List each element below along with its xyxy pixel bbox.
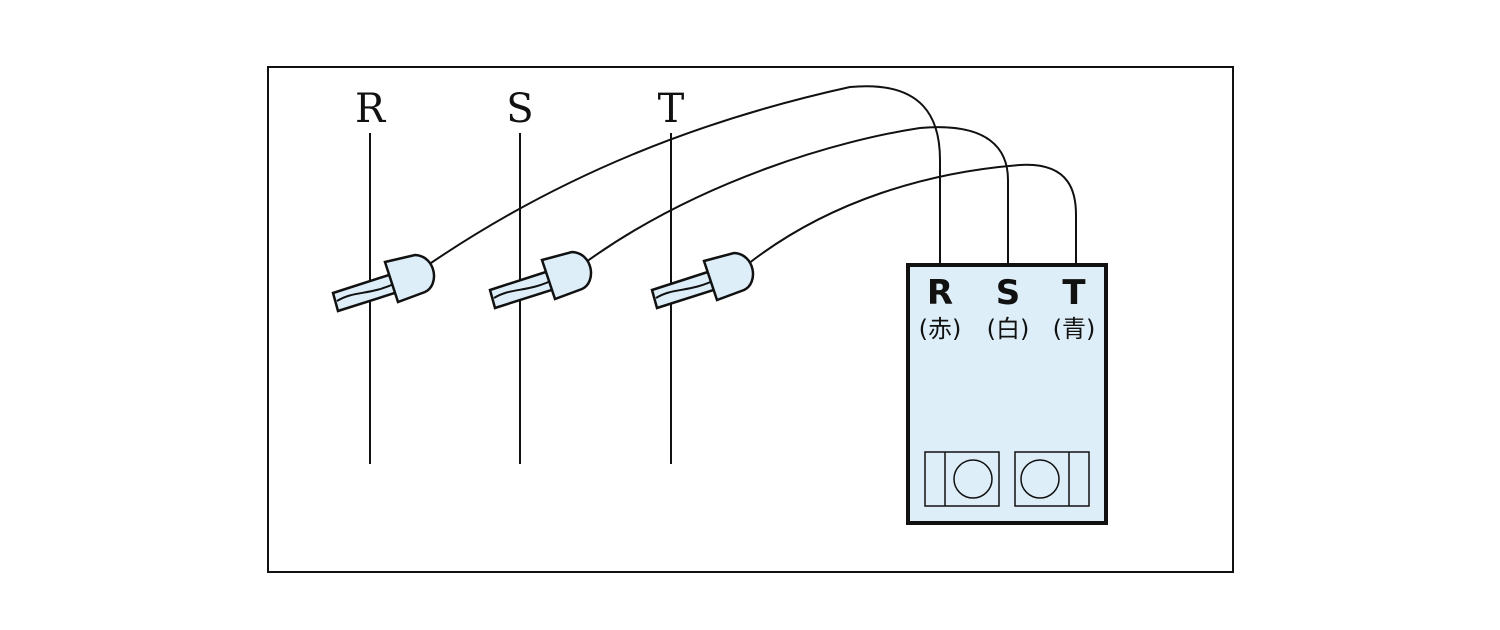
lamp-right-circle xyxy=(1020,459,1060,499)
clip-r-jaw-line xyxy=(336,281,399,302)
lead-wire-s xyxy=(585,126,1009,265)
terminal-color-r: (赤) xyxy=(919,315,962,343)
terminal-label-r: R xyxy=(927,273,953,313)
lead-wire-r xyxy=(427,85,941,266)
indicator-lamp-right xyxy=(1014,451,1090,507)
clip-r-body xyxy=(383,253,436,304)
clip-s xyxy=(488,250,593,310)
line-label-s: S xyxy=(506,86,533,132)
clip-r xyxy=(331,253,436,313)
indicator-lamp-left xyxy=(924,451,1000,507)
line-label-r: R xyxy=(355,86,387,132)
clip-t-body xyxy=(702,251,755,302)
clip-t xyxy=(650,251,755,310)
terminal-color-t: (青) xyxy=(1053,315,1096,343)
lamp-left-circle xyxy=(953,459,993,499)
phase-tester: R S T (赤) (白) (青) xyxy=(906,263,1108,525)
clip-t-jaw-line xyxy=(655,278,718,299)
terminal-color-s: (白) xyxy=(987,315,1030,343)
clip-s-jaw-line xyxy=(493,278,556,299)
diagram-frame xyxy=(267,66,1234,573)
lead-wire-t xyxy=(747,163,1077,265)
clip-s-body xyxy=(540,250,593,301)
terminal-label-s: S xyxy=(996,273,1021,313)
terminal-label-t: T xyxy=(1062,273,1086,313)
line-label-t: T xyxy=(658,86,685,132)
